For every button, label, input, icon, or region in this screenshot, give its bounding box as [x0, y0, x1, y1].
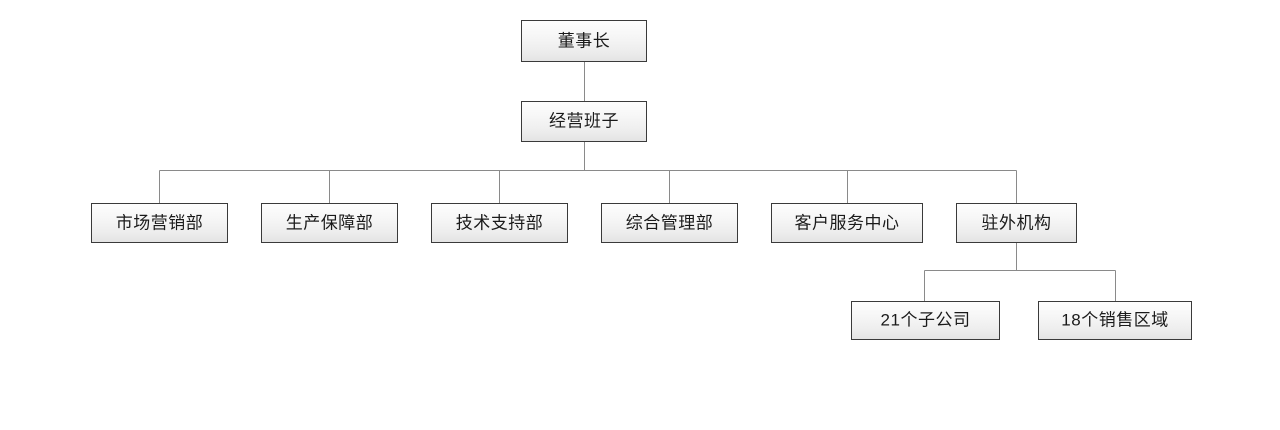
node-technical-support-dept[interactable]: 技术支持部	[431, 203, 568, 243]
node-chairman[interactable]: 董事长	[521, 20, 647, 62]
node-production-support-dept-label: 生产保障部	[285, 213, 374, 232]
node-general-management-dept-label: 综合管理部	[625, 213, 714, 232]
node-field-offices[interactable]: 驻外机构	[956, 203, 1077, 243]
node-sales-regions-label: 18个销售区域	[1061, 310, 1169, 330]
node-customer-service-center[interactable]: 客户服务中心	[771, 203, 923, 243]
node-subsidiaries-label: 21个子公司	[880, 310, 971, 330]
node-marketing-dept[interactable]: 市场营销部	[91, 203, 228, 243]
node-sales-regions[interactable]: 18个销售区域	[1038, 301, 1192, 340]
node-general-management-dept[interactable]: 综合管理部	[601, 203, 738, 243]
node-management-team[interactable]: 经营班子	[521, 101, 647, 142]
node-marketing-dept-label: 市场营销部	[115, 213, 204, 232]
node-customer-service-center-label: 客户服务中心	[794, 213, 900, 232]
node-subsidiaries[interactable]: 21个子公司	[851, 301, 1000, 340]
node-technical-support-dept-label: 技术支持部	[455, 213, 544, 232]
node-chairman-label: 董事长	[557, 31, 611, 50]
node-management-team-label: 经营班子	[549, 111, 619, 131]
node-field-offices-label: 驻外机构	[981, 213, 1052, 232]
node-production-support-dept[interactable]: 生产保障部	[261, 203, 398, 243]
